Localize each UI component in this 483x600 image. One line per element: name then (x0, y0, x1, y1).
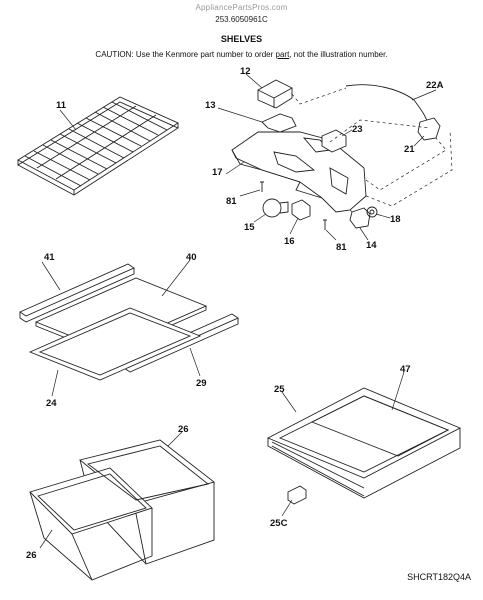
callout-24: 24 (46, 398, 57, 409)
glass-shelf-assembly (19, 263, 239, 381)
callout-21: 21 (404, 144, 415, 155)
callout-26-lower: 26 (26, 550, 37, 561)
leader-lines (39, 73, 437, 549)
diagram-code: SHCRT182Q4A (407, 572, 471, 582)
crisper-drawers (29, 439, 215, 581)
callout-13: 13 (205, 100, 216, 111)
wire-shelf (17, 96, 179, 196)
site-watermark: AppliancePartsPros.com (195, 3, 288, 12)
callout-14: 14 (366, 240, 377, 251)
callout-81-lower: 81 (336, 242, 347, 253)
callout-22a: 22A (426, 80, 444, 91)
callout-16: 16 (284, 236, 295, 247)
callout-25c: 25C (270, 518, 288, 529)
control-housing-assembly (231, 79, 453, 230)
crisper-cover (266, 387, 462, 505)
callout-81-upper: 81 (226, 196, 237, 207)
callout-29: 29 (196, 378, 207, 389)
callout-11: 11 (56, 100, 67, 111)
callout-40: 40 (186, 252, 197, 263)
callout-23: 23 (352, 124, 363, 135)
section-title: SHELVES (220, 34, 263, 44)
caution-note: CAUTION: Use the Kenmore part number to … (95, 50, 388, 59)
callout-labels: 11 12 13 22A 23 21 17 81 18 15 16 81 14 … (26, 66, 444, 561)
callout-25: 25 (274, 384, 285, 395)
callout-15: 15 (244, 222, 255, 233)
callout-12: 12 (240, 66, 251, 77)
callout-47: 47 (400, 364, 411, 375)
callout-41: 41 (44, 252, 55, 263)
callout-17: 17 (212, 167, 223, 178)
model-number: 253.6050961C (215, 15, 268, 24)
callout-26-upper: 26 (178, 424, 189, 435)
callout-18: 18 (390, 214, 401, 225)
